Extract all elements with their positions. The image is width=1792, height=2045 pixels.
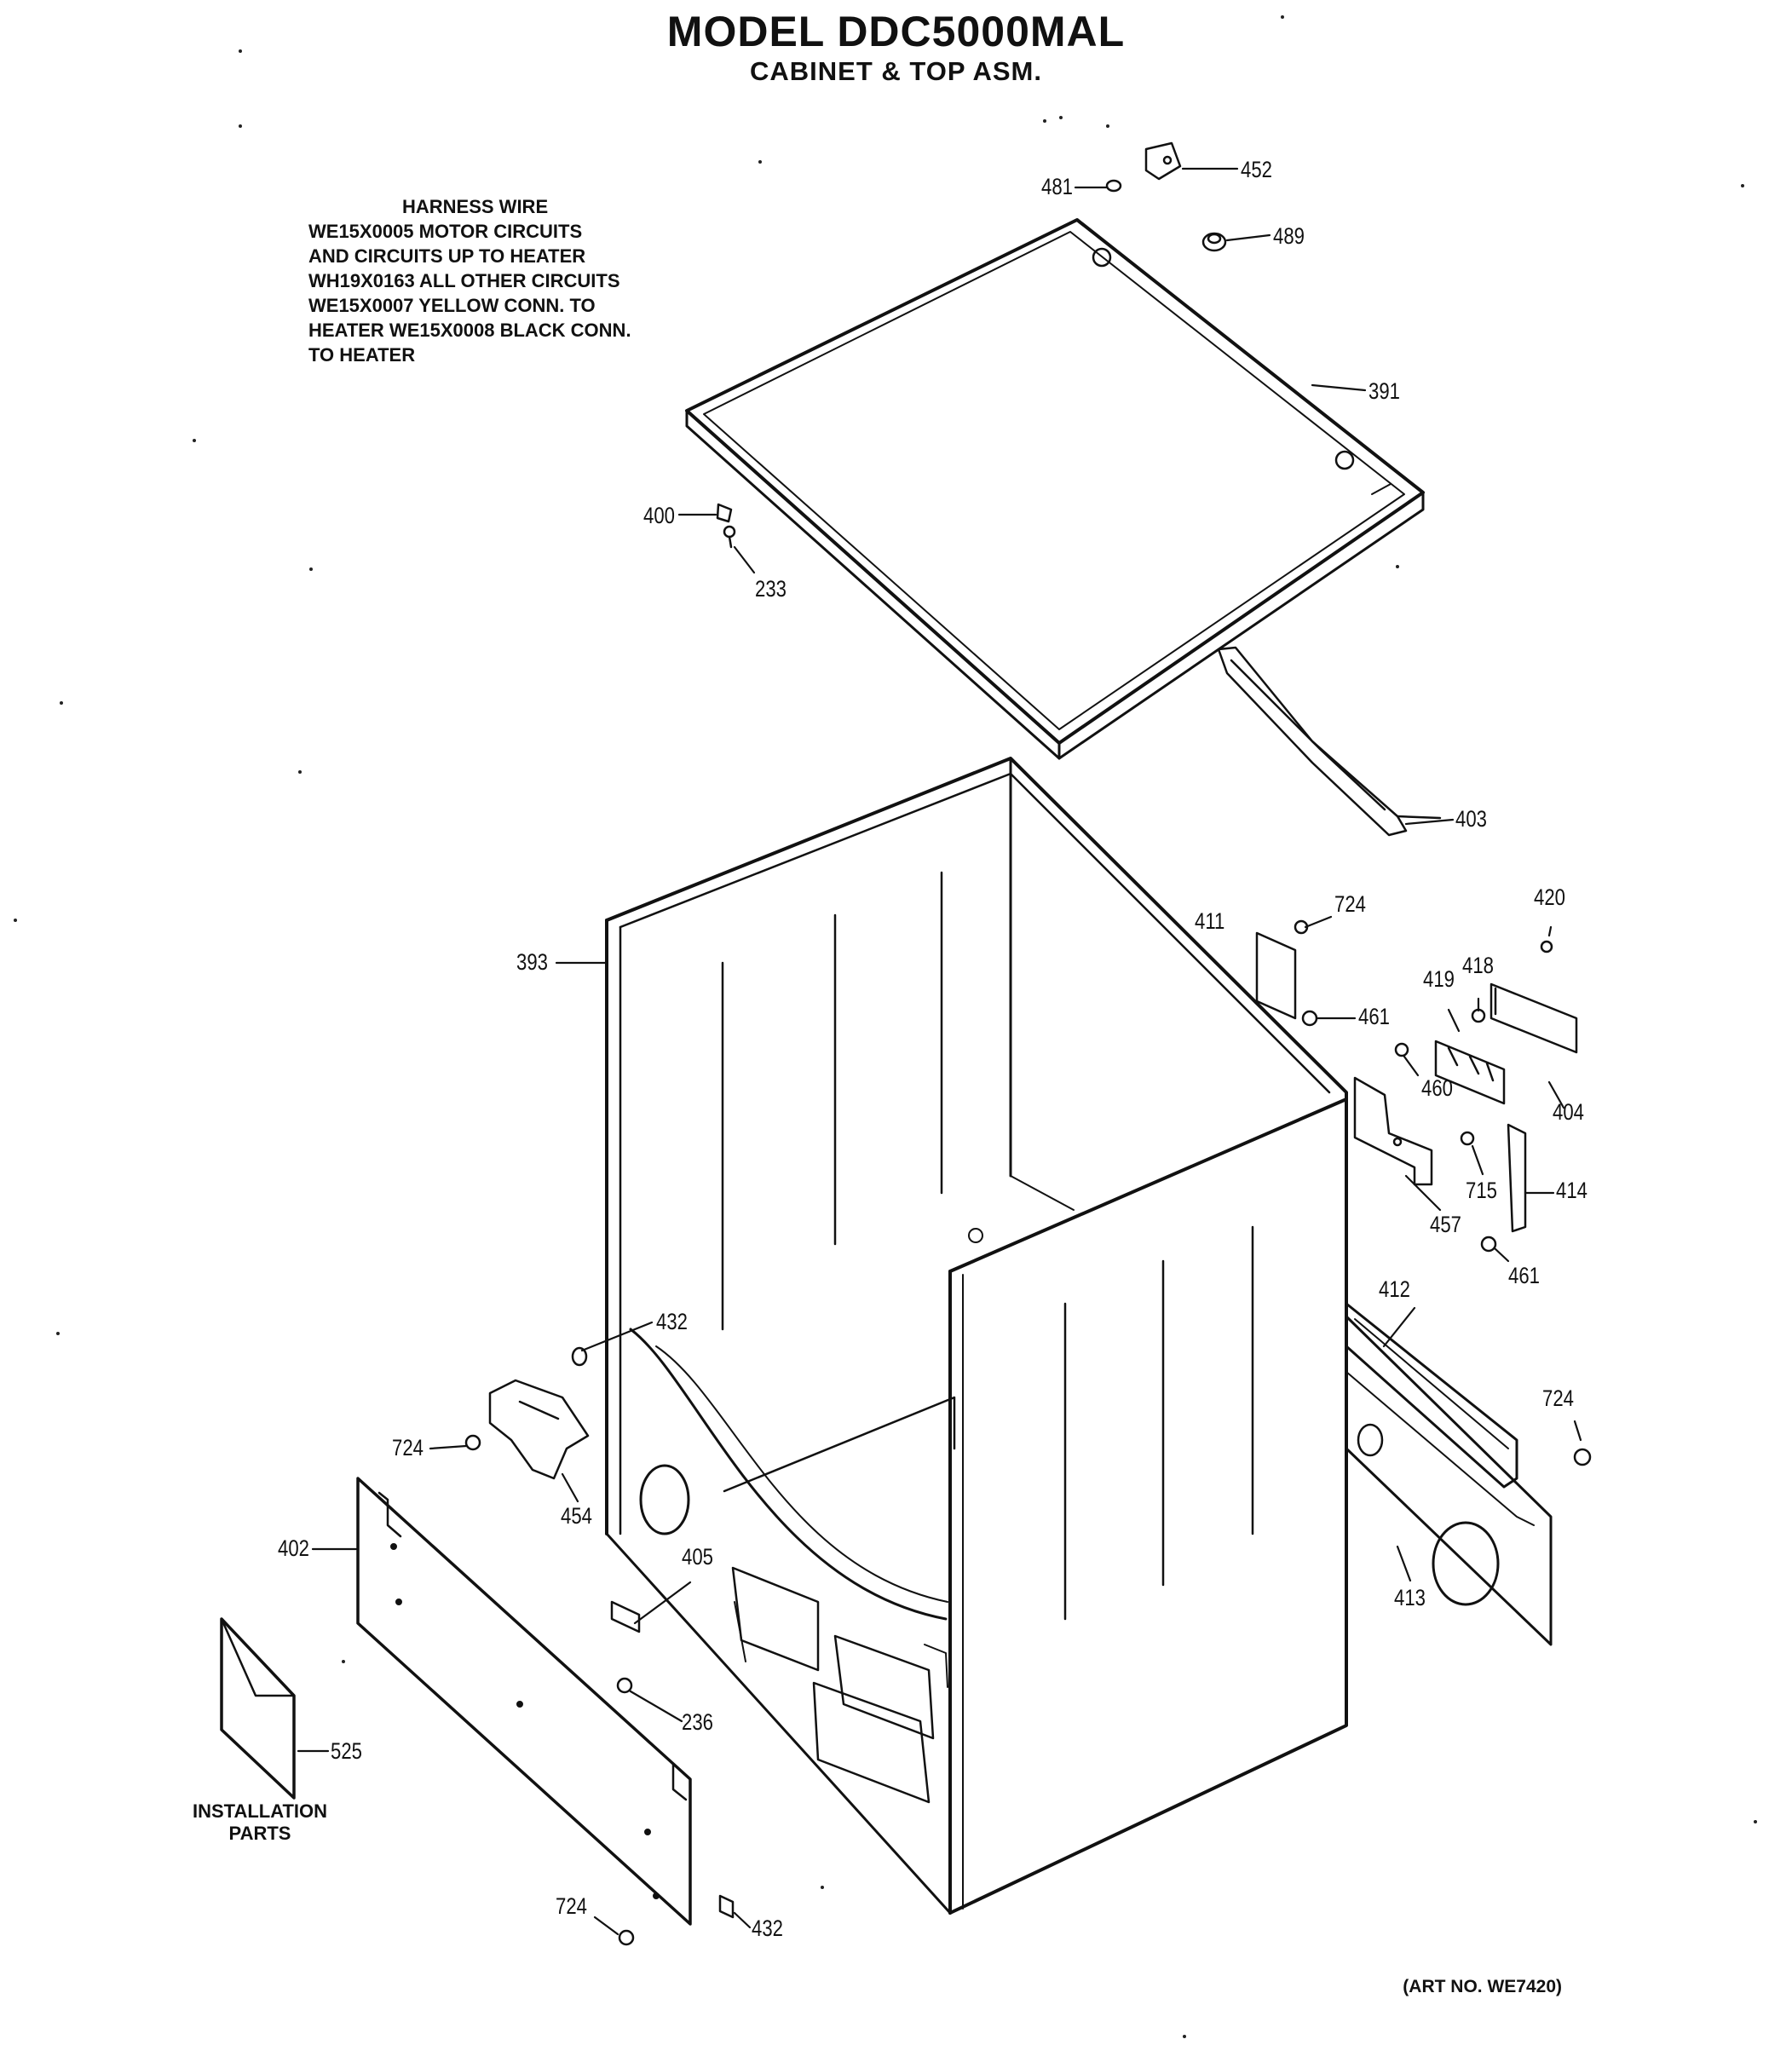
bracket-457 [1353, 1076, 1433, 1186]
harness-wire-note: HARNESS WIRE WE15X0005 MOTOR CIRCUITS AN… [308, 194, 700, 367]
callout-460: 460 [1421, 1075, 1453, 1101]
plate-411 [1255, 931, 1297, 1020]
hinge-452 [1144, 141, 1182, 181]
diagram-subtitle: CABINET & TOP ASM. [750, 56, 1042, 86]
screw-233 [723, 525, 736, 549]
callout-418: 418 [1462, 953, 1494, 978]
callout-402: 402 [278, 1535, 309, 1561]
scan-specks [14, 15, 1757, 2038]
installation-envelope-525 [220, 1617, 296, 1800]
terminal-block-419 [1434, 1040, 1506, 1105]
callout-403: 403 [1455, 806, 1487, 832]
leader-lines [297, 167, 1582, 1936]
harness-note-line: TO HEATER [308, 344, 416, 366]
callout-724: 724 [392, 1435, 424, 1460]
top-panel-391 [685, 218, 1425, 760]
callout-405: 405 [682, 1544, 713, 1570]
callout-457: 457 [1430, 1212, 1461, 1237]
bumper-400 [716, 503, 733, 523]
callout-412: 412 [1379, 1276, 1410, 1302]
installation-label-line: INSTALLATION [192, 1800, 328, 1822]
art-number: (ART NO. WE7420) [1403, 1977, 1562, 1996]
rear-panel-413 [1345, 1315, 1553, 1646]
callout-414: 414 [1556, 1178, 1587, 1203]
callout-391: 391 [1368, 378, 1400, 404]
callout-393: 393 [516, 949, 548, 975]
installation-label-line: PARTS [228, 1823, 291, 1844]
callout-724: 724 [556, 1893, 587, 1919]
callout-481: 481 [1041, 174, 1073, 199]
callout-715: 715 [1466, 1178, 1497, 1203]
callout-432: 432 [656, 1309, 688, 1334]
diagram-title: MODEL DDC5000MAL [666, 8, 1126, 55]
installation-parts-label: INSTALLATION PARTS [170, 1800, 349, 1845]
callout-413: 413 [1394, 1585, 1426, 1610]
callout-452: 452 [1241, 157, 1272, 182]
harness-note-line: WE15X0005 MOTOR CIRCUITS [308, 221, 583, 242]
callout-420: 420 [1534, 884, 1565, 910]
clip-481 [1105, 179, 1122, 193]
harness-note-line: WE15X0007 YELLOW CONN. TO [308, 295, 596, 316]
grommet-489 [1201, 232, 1227, 252]
harness-note-line: HEATER WE15X0008 BLACK CONN. [308, 320, 631, 341]
callout-461: 461 [1358, 1004, 1390, 1029]
callout-419: 419 [1423, 966, 1455, 992]
door-strike-454 [488, 1379, 590, 1480]
harness-wire-403 [1217, 646, 1442, 837]
callout-489: 489 [1273, 223, 1305, 249]
callout-724: 724 [1542, 1385, 1574, 1411]
callout-724: 724 [1334, 891, 1366, 917]
callout-404: 404 [1553, 1099, 1584, 1125]
front-panel-402 [356, 1477, 692, 1926]
strap-414 [1507, 1123, 1527, 1233]
cover-404 [1489, 982, 1578, 1054]
harness-note-line: AND CIRCUITS UP TO HEATER [308, 245, 586, 267]
callout-454: 454 [561, 1503, 592, 1529]
callout-432: 432 [752, 1915, 783, 1941]
harness-note-heading: HARNESS WIRE [402, 196, 549, 217]
harness-note-line: WH19X0163 ALL OTHER CIRCUITS [308, 270, 620, 291]
cabinet-393 [605, 757, 1348, 1915]
callout-400: 400 [643, 503, 675, 528]
callout-461: 461 [1508, 1263, 1540, 1288]
callout-236: 236 [682, 1709, 713, 1735]
callout-411: 411 [1195, 908, 1225, 934]
rear-brace-412 [1345, 1302, 1518, 1489]
callout-233: 233 [755, 576, 787, 602]
callout-525: 525 [331, 1738, 362, 1764]
